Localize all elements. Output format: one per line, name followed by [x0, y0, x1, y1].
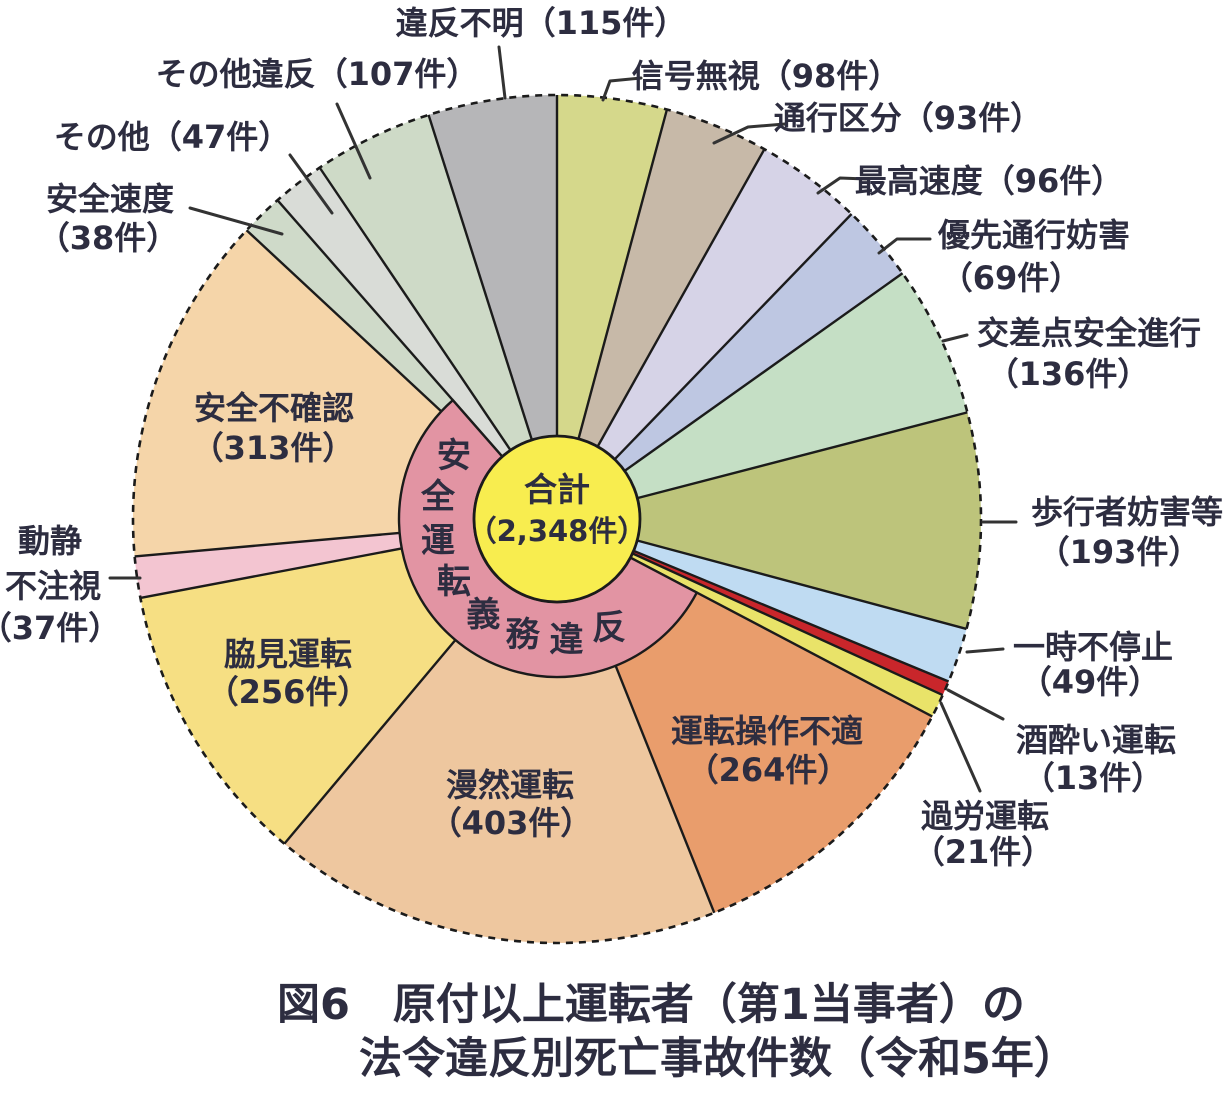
slice-boundary-line: [318, 166, 512, 451]
slice-ichiji: [557, 519, 967, 682]
slice-boundary-line: [637, 411, 968, 500]
leader-shingou: [601, 76, 643, 102]
slice-boundary-line: [596, 148, 766, 448]
leader-yuusen: [877, 237, 932, 255]
slice-hokousha: [557, 412, 981, 629]
slice-sonota_ihan: [319, 114, 557, 520]
slice-boundary-line: [632, 552, 944, 697]
slice-boundary-line: [577, 109, 669, 440]
slice-sonota: [277, 167, 557, 519]
leader-ihan_fumei: [497, 45, 507, 100]
slice-boundary-line: [427, 114, 534, 441]
leader-sakeyoi: [946, 688, 1005, 721]
slice-boundary-line: [623, 272, 904, 472]
slice-boundary-line: [245, 229, 443, 413]
slice-tsuukou: [557, 109, 765, 519]
slice-kousaten: [557, 273, 968, 519]
slice-boundary-line: [134, 531, 400, 558]
slice-boundary-line: [614, 665, 716, 914]
slice-karou: [557, 519, 943, 717]
slice-manzen: [284, 519, 715, 944]
slice-boundary-line: [613, 213, 853, 461]
slice-boundary-line: [636, 539, 967, 631]
leader-tsuukou: [712, 122, 787, 145]
leader-sonota_ihan: [335, 102, 372, 180]
leader-kousaten: [941, 333, 969, 343]
slice-boundary-line: [283, 639, 457, 845]
leader-ichiji: [965, 647, 1005, 654]
leader-karou: [939, 701, 982, 793]
leader-anzen_sokudo: [188, 206, 284, 236]
center-total-circle: [472, 434, 642, 604]
leader-sonota: [288, 153, 334, 215]
pie-outer-outline: [131, 93, 983, 945]
slice-boundary-line: [140, 547, 402, 600]
slice-yuusen: [557, 214, 903, 519]
slice-boundary-line: [633, 549, 950, 683]
leader-saikou: [816, 176, 868, 195]
slice-saikou: [557, 149, 852, 519]
slice-ihan_fumei: [428, 95, 557, 519]
